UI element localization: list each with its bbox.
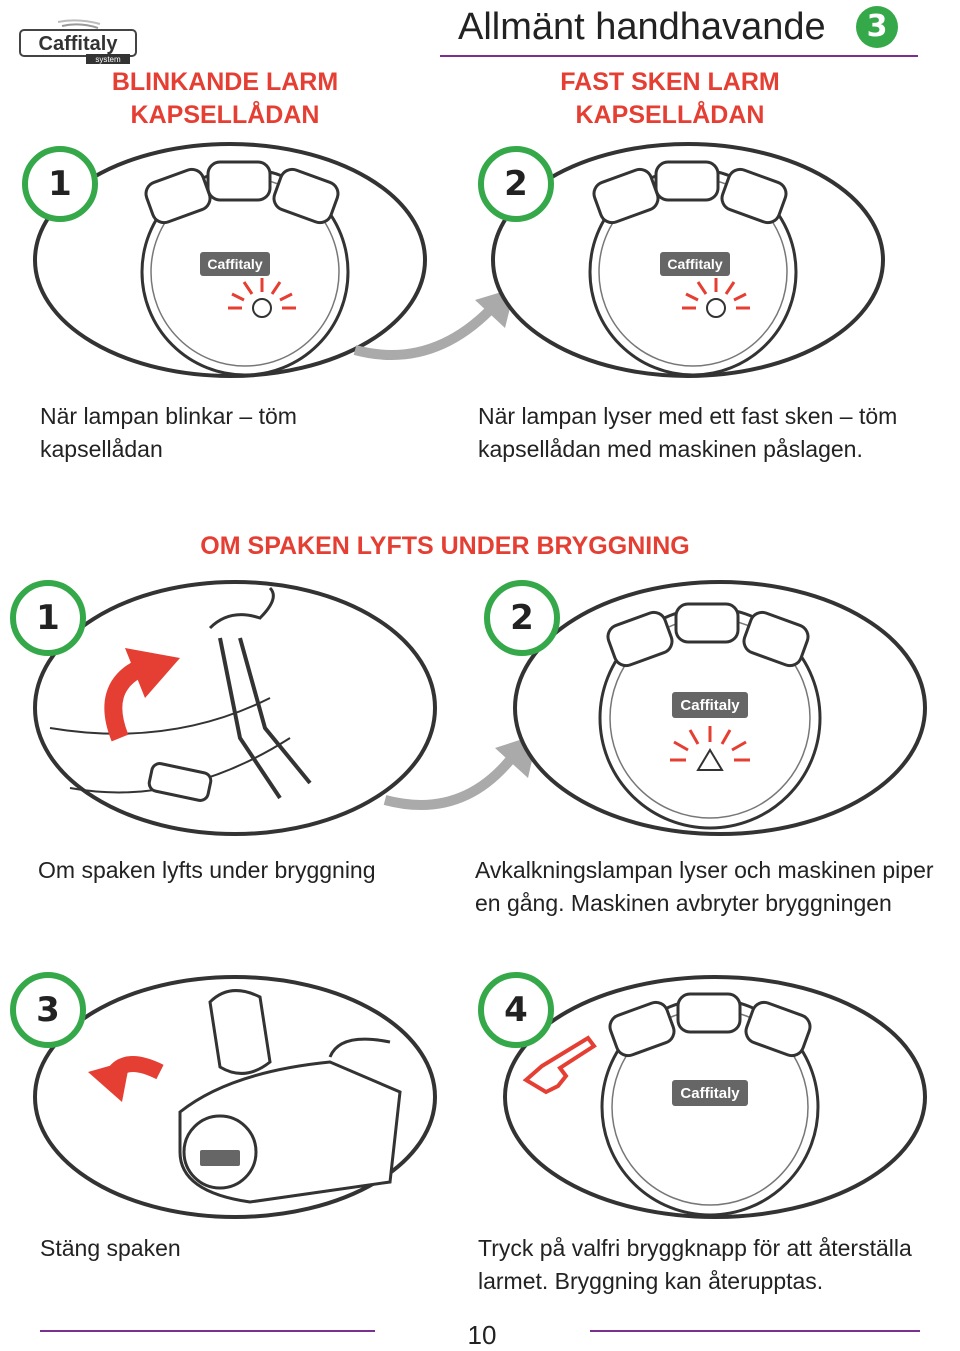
caption-lever-lifted: Om spaken lyfts under bryggning [38,857,376,883]
step-2-badge-lever: 2 [484,580,560,656]
svg-text:Caffitaly: Caffitaly [207,256,262,272]
illustration-press-button: Caffitaly [500,972,930,1222]
step-1-badge-lever: 1 [10,580,86,656]
footer-divider-left [40,1330,375,1332]
illustration-descale-alarm: Caffitaly [510,578,930,838]
illustration-lever-lifted [30,578,440,838]
caption-steady: När lampan lyser med ett fast sken – töm… [478,403,898,462]
step-1-badge: 1 [22,146,98,222]
page-number: 10 [467,1320,497,1350]
section-number-badge: 3 [856,6,898,48]
step-3-badge: 3 [10,972,86,1048]
svg-text:Caffitaly: Caffitaly [680,697,740,714]
svg-text:system: system [95,55,121,64]
caption-descale-alarm: Avkalkningslampan lyser och maskinen pip… [475,857,934,916]
heading-steady-alarm: FAST SKEN LARM KAPSELLÅDAN [560,68,780,129]
illustration-panel-blinking: Caffitaly [30,140,430,380]
svg-text:Caffitaly: Caffitaly [680,1085,740,1102]
heading-lever-lifted: OM SPAKEN LYFTS UNDER BRYGGNING [200,532,690,560]
caption-press-button: Tryck på valfri bryggknapp för att åters… [478,1235,912,1294]
svg-text:Caffitaly: Caffitaly [667,256,722,272]
step-4-badge: 4 [478,972,554,1048]
illustration-panel-steady: Caffitaly [488,140,888,380]
caption-blinking: När lampan blinkar – töm kapsellådan [40,403,297,462]
footer-divider-right [590,1330,920,1332]
step-2-badge: 2 [478,146,554,222]
svg-text:Caffitaly: Caffitaly [39,33,119,55]
caffitaly-logo: Caffitaly system [18,18,138,66]
header-divider [440,55,918,57]
pointing-hand-icon [518,1030,598,1100]
heading-blinking-alarm: BLINKANDE LARM KAPSELLÅDAN [111,68,339,129]
page-title: Allmänt handhavande [458,6,826,48]
illustration-close-lever [30,972,440,1222]
caption-close-lever: Stäng spaken [40,1235,181,1261]
